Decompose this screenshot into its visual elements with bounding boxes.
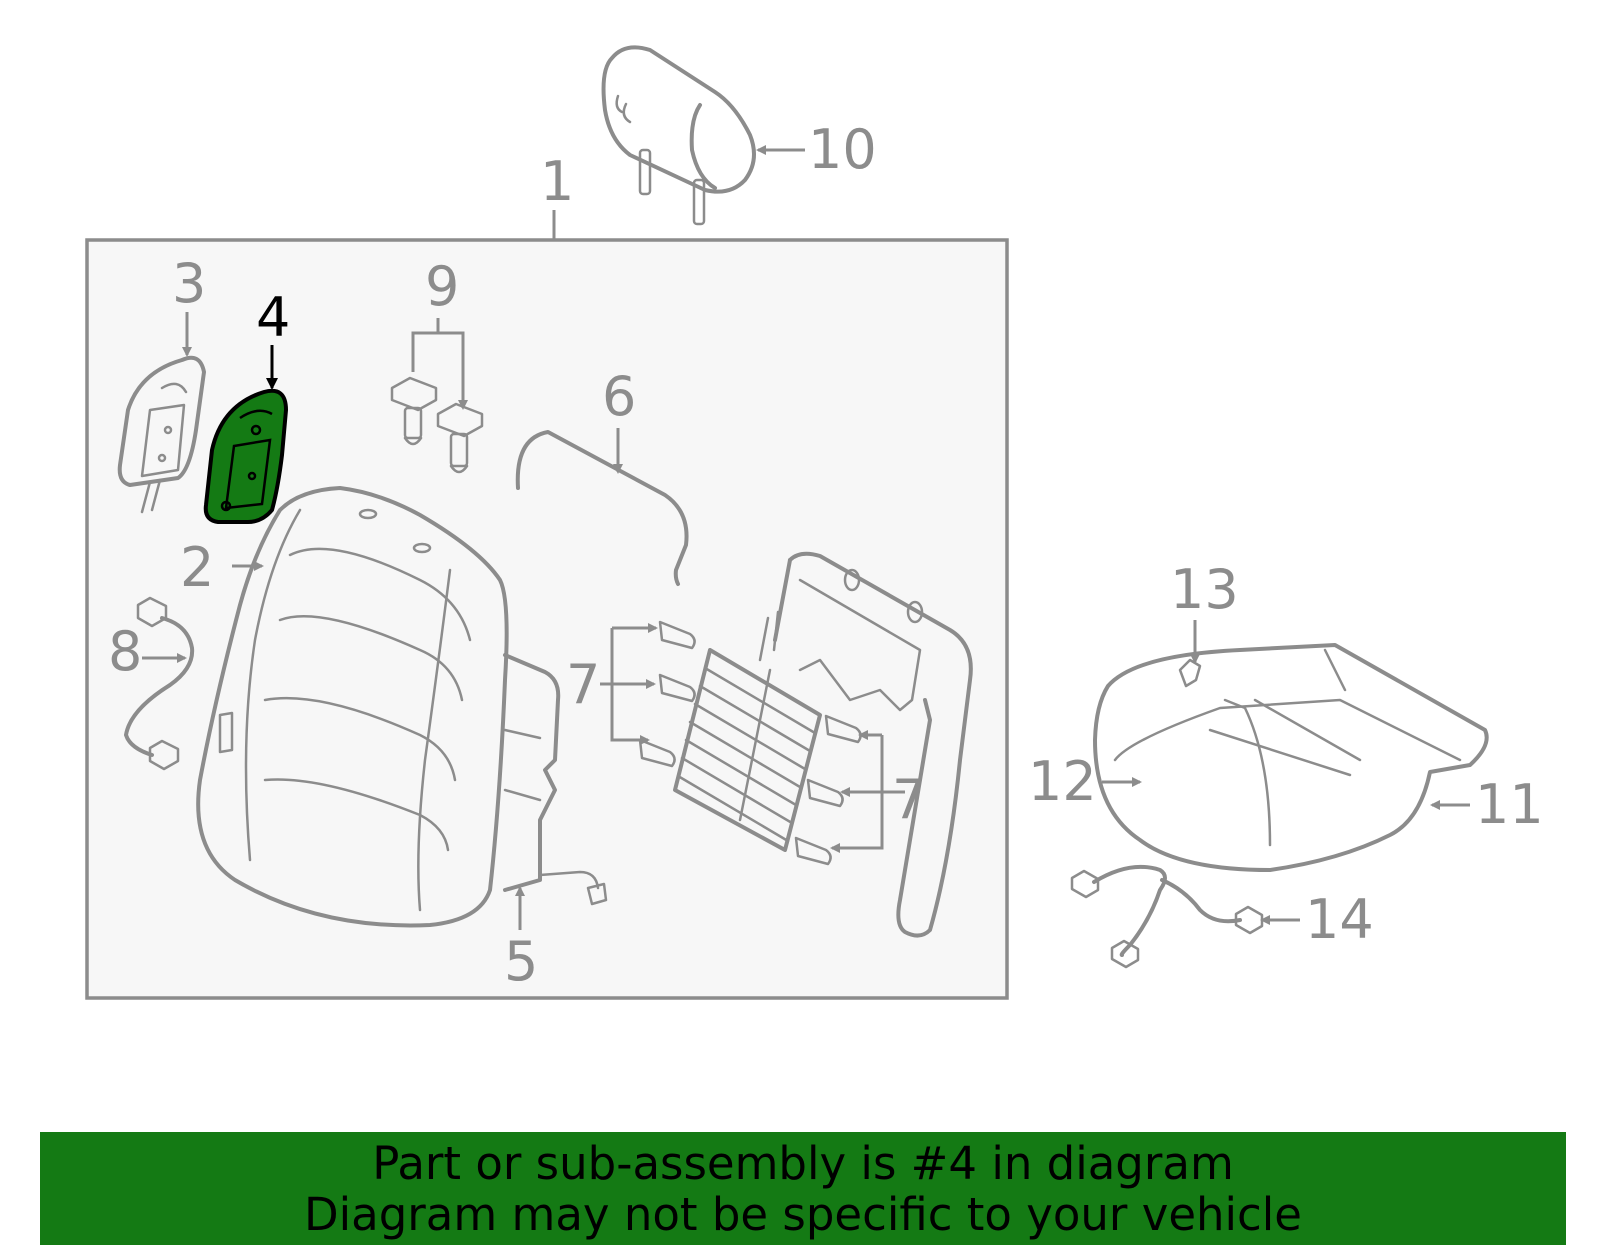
seat-cushion-part-11-12 <box>1093 643 1489 872</box>
callout-4: 4 <box>256 286 290 349</box>
headrest-part-10 <box>601 45 756 226</box>
callout-6: 6 <box>602 365 636 428</box>
callout-10: 10 <box>808 118 877 181</box>
back-panel-part-3 <box>117 355 206 514</box>
banner-line-2: Diagram may not be specific to your vehi… <box>304 1187 1302 1241</box>
seat-back-cover-part-2 <box>196 486 509 928</box>
seat-back-assembly-box <box>85 238 1009 1000</box>
callout-7-left: 7 <box>566 653 600 716</box>
callout-14: 14 <box>1305 888 1374 951</box>
spring-mat <box>673 648 822 852</box>
back-board-part-5 <box>503 653 608 906</box>
callout-5: 5 <box>504 930 538 993</box>
callout-2: 2 <box>180 536 214 599</box>
banner-line-1: Part or sub-assembly is #4 in diagram <box>372 1136 1234 1190</box>
callout-13: 13 <box>1170 558 1239 621</box>
callout-7-right: 7 <box>892 768 926 831</box>
info-banner: Part or sub-assembly is #4 in diagram Di… <box>40 1132 1566 1245</box>
rod-part-6 <box>515 430 689 586</box>
harness-part-8 <box>124 596 195 771</box>
callout-12: 12 <box>1028 750 1097 813</box>
callout-9: 9 <box>425 255 459 318</box>
harness-part-14 <box>1070 864 1264 969</box>
clips-part-7-left <box>638 620 696 768</box>
highlighted-part-4 <box>203 388 288 524</box>
clip-part-13 <box>1178 658 1202 688</box>
callout-11: 11 <box>1475 773 1544 836</box>
headrest-guides-part-9 <box>390 376 484 474</box>
seat-back-frame <box>758 551 973 938</box>
callout-8: 8 <box>108 620 142 683</box>
callout-1: 1 <box>540 150 574 213</box>
callout-3: 3 <box>172 252 206 315</box>
